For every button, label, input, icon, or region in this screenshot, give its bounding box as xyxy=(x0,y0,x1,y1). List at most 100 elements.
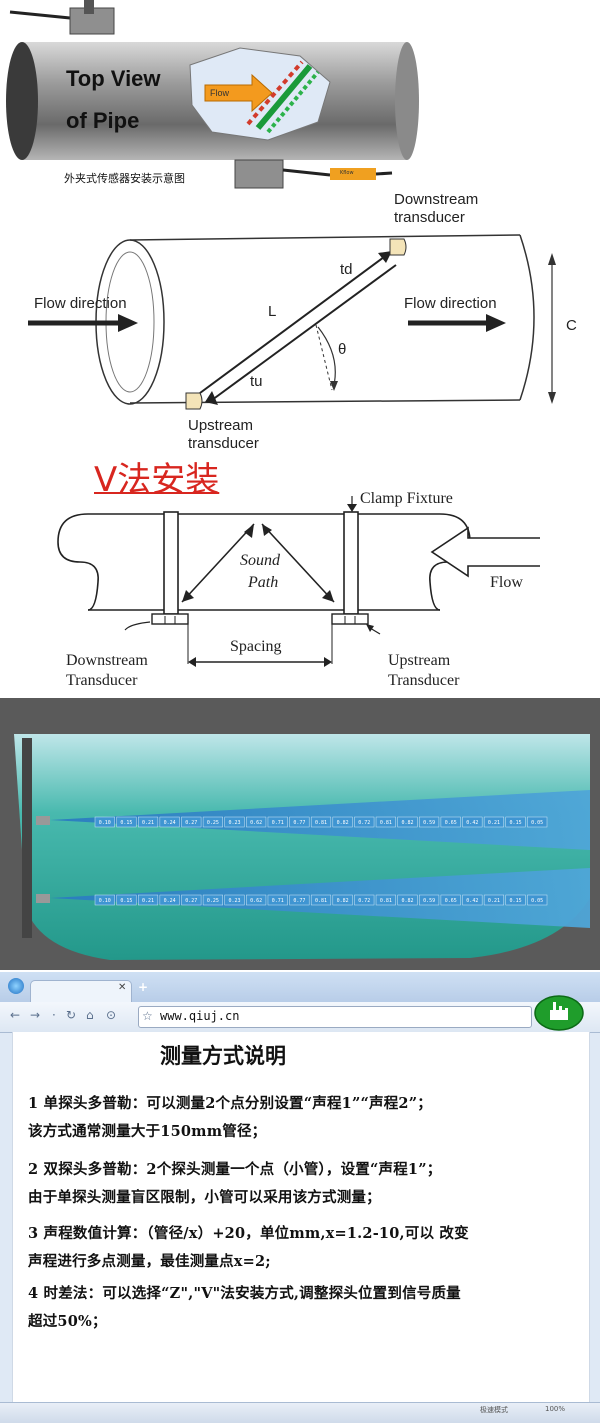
beam-cell xyxy=(375,894,396,906)
upstream-transducer-label-2: transducer xyxy=(188,435,259,452)
beam-cell-value: 0.15 xyxy=(120,820,132,826)
browser-window: ✕ + ← → ⋅ ↻ ⌂ ⊙ ☆ www.qiuj.cn 测量方式说明 1 单… xyxy=(0,972,600,1423)
beam-cell xyxy=(483,816,505,828)
page-heading: 测量方式说明 xyxy=(160,1044,286,1068)
sensor-label: Kflow xyxy=(340,170,354,176)
beam-cell-value: 0.27 xyxy=(185,820,197,826)
beam-cell-value: 0.71 xyxy=(272,898,284,904)
beam-cell-value: 0.65 xyxy=(445,820,457,826)
beam-cell-value: 0.23 xyxy=(229,820,241,826)
beam-cell-value: 0.05 xyxy=(531,820,543,826)
upstream-transducer-label-1: Upstream xyxy=(188,417,254,434)
beam-cell xyxy=(289,894,310,906)
zoom-level[interactable]: 100% xyxy=(545,1405,566,1413)
refresh-icon[interactable]: ↻ xyxy=(66,1008,77,1022)
beam-cell-value: 0.81 xyxy=(380,898,392,904)
beam-cell xyxy=(116,894,137,906)
page-content xyxy=(12,1032,590,1402)
beam-cell-value: 0.62 xyxy=(250,898,262,904)
beam-cell-value: 0.05 xyxy=(531,898,543,904)
beam-cell-value: 0.72 xyxy=(358,820,370,826)
home-icon[interactable]: ⌂ xyxy=(86,1008,94,1022)
spacing-label: Spacing xyxy=(230,638,282,655)
desc-line-5: 3 声程数值计算：（管径/x）+20，单位mm,x=1.2-10,可以 改变 xyxy=(28,1225,469,1242)
installation-caption: 外夹式传感器安装示意图 xyxy=(64,172,185,185)
beam-cell xyxy=(462,816,483,828)
v-method-diagram: V法安装 Clamp Fixture Sound xyxy=(0,452,600,696)
beam-cell xyxy=(116,816,137,828)
beam-cell-value: 0.81 xyxy=(315,820,327,826)
beam-cell xyxy=(354,894,375,906)
beam-cell-value: 0.24 xyxy=(164,898,176,904)
history-icon[interactable]: ⊙ xyxy=(106,1008,117,1022)
beam-cell xyxy=(397,816,418,828)
beam-cell-value: 0.42 xyxy=(466,898,478,904)
upstream-label-1: Upstream xyxy=(388,652,451,669)
browser-tab[interactable] xyxy=(30,980,132,1003)
beam-cell xyxy=(137,894,159,906)
back-icon[interactable]: ← xyxy=(10,1008,21,1022)
upstream-label-2: Transducer xyxy=(388,672,460,689)
beam-cell xyxy=(224,894,245,906)
close-tab-icon[interactable]: ✕ xyxy=(118,982,127,993)
beam-cell xyxy=(310,816,332,828)
speed-mode-status[interactable]: 极速模式 xyxy=(480,1406,508,1414)
beam-cell-value: 0.15 xyxy=(510,898,522,904)
beam-cell xyxy=(267,816,288,828)
beam-cell xyxy=(440,816,461,828)
beam-cell xyxy=(224,816,245,828)
beam-cell-value: 0.21 xyxy=(142,898,154,904)
beam-cell-value: 0.24 xyxy=(164,820,176,826)
beam-cell-value: 0.77 xyxy=(293,820,305,826)
doppler-beam-illustration: 0.10 0.15 0.21 0.24 0.27 0.25 0.23 0.62 0.71 0.77… xyxy=(0,698,600,970)
diameter-label: C xyxy=(566,317,577,334)
beam-cell xyxy=(419,816,440,828)
path-length-label: L xyxy=(268,303,277,320)
new-tab-icon[interactable]: + xyxy=(138,980,149,994)
beam-cell xyxy=(94,816,115,828)
beam-cell-value: 0.10 xyxy=(99,820,111,826)
beam-cell xyxy=(159,894,180,906)
desc-line-4: 由于单探头测量盲区限制，小管可以采用该方式测量； xyxy=(28,1189,381,1206)
beam-cell xyxy=(397,894,418,906)
beam-cell xyxy=(483,894,505,906)
desc-line-3: 2 双探头多普勒：2个探头测量一个点（小管），设置“声程1”； xyxy=(28,1161,442,1178)
forward-icon[interactable]: → xyxy=(30,1008,41,1022)
beam-cell-value: 0.15 xyxy=(510,820,522,826)
beam-cell-value: 0.81 xyxy=(380,820,392,826)
beam-cell xyxy=(527,816,548,828)
beam-cell-value: 0.25 xyxy=(207,820,219,826)
top-view-panel: Top View of Pipe Flow Kflow 外夹式传感器安装示意图 xyxy=(0,0,600,200)
beam-cell-value: 0.21 xyxy=(488,898,500,904)
td-label: td xyxy=(340,261,353,278)
v-method-title: V法安装 xyxy=(94,460,220,500)
hand-icon[interactable] xyxy=(534,994,584,1032)
menu-icon[interactable]: ⋅ xyxy=(52,1008,56,1022)
beam-cell xyxy=(375,816,396,828)
flow-direction-left: Flow direction xyxy=(34,295,127,312)
star-icon[interactable]: ☆ xyxy=(142,1009,153,1023)
beam-cell xyxy=(202,816,223,828)
beam-cell xyxy=(310,894,332,906)
beam-cell xyxy=(289,816,310,828)
beam-cell xyxy=(137,816,159,828)
tu-label: tu xyxy=(250,373,263,390)
desc-line-8: 超过50%； xyxy=(28,1313,107,1330)
beam-cell-value: 0.82 xyxy=(337,898,349,904)
theta-label: θ xyxy=(338,341,347,358)
address-bar[interactable] xyxy=(138,1006,532,1028)
desc-line-7: 4 时差法：可以选择“Z","V"法安装方式,调整探头位置到信号质量 xyxy=(28,1285,461,1302)
clamp-fixture-label: Clamp Fixture xyxy=(360,490,453,507)
sound-path-label-1: Sound xyxy=(240,552,280,569)
flow-direction-right: Flow direction xyxy=(404,295,497,312)
downstream-transducer-label-1: Downstream xyxy=(394,191,479,208)
beam-cell xyxy=(419,894,440,906)
beam-cell-value: 0.62 xyxy=(250,820,262,826)
url-text: www.qiuj.cn xyxy=(160,1009,240,1023)
beam-cell-value: 0.82 xyxy=(337,820,349,826)
beam-cell xyxy=(94,894,115,906)
beam-cell-value: 0.21 xyxy=(142,820,154,826)
beam-cell-value: 0.42 xyxy=(466,820,478,826)
beam-cell xyxy=(505,816,526,828)
v-method-svg xyxy=(57,496,540,667)
